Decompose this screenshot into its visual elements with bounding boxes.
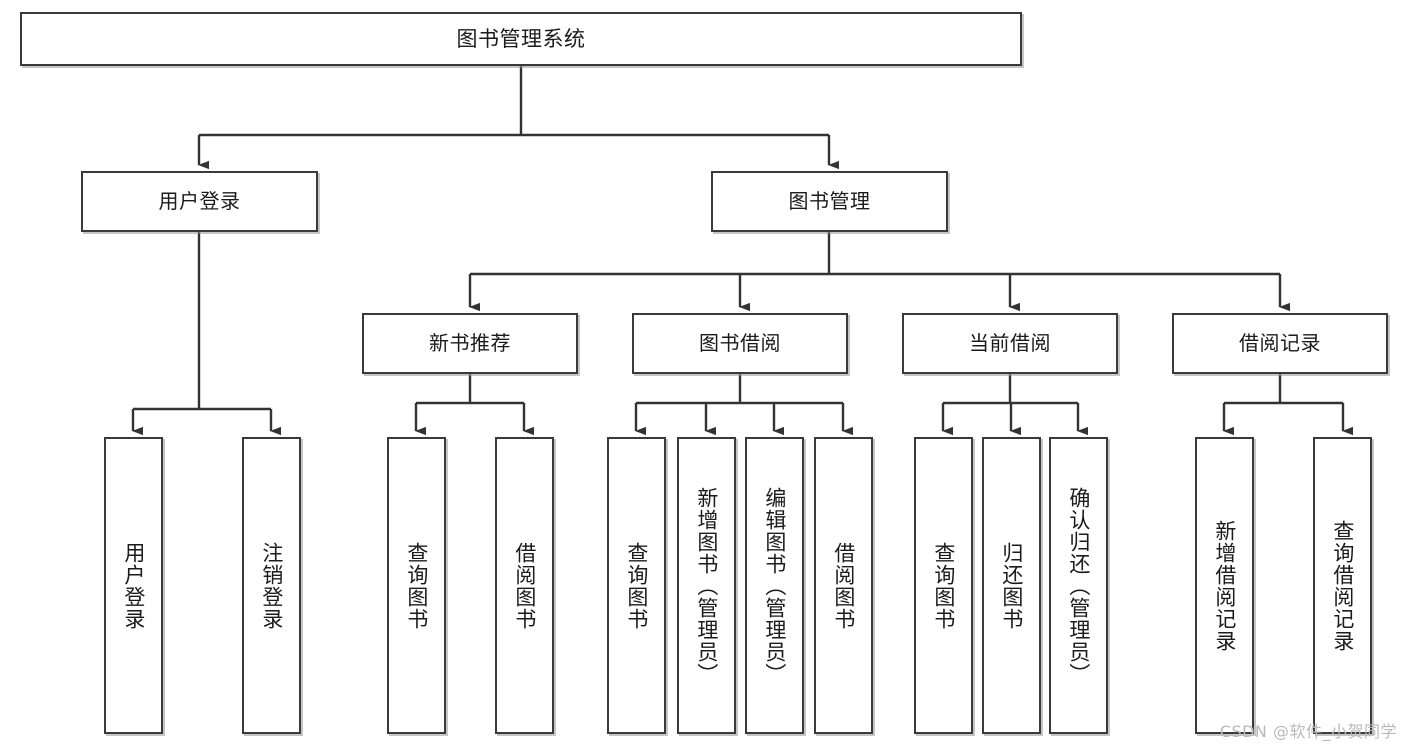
- node-leaf-query-book-borrow[interactable]: 查询图书: [607, 437, 666, 734]
- node-label: 图书管理: [788, 189, 871, 213]
- node-leaf-logout[interactable]: 注销登录: [242, 437, 301, 734]
- node-label: 借阅记录: [1239, 331, 1321, 355]
- node-label: 查询借阅记录: [1330, 519, 1355, 652]
- node-label: 用户登录: [158, 189, 241, 213]
- node-label: 查询图书: [624, 541, 649, 630]
- node-label: 归还图书: [999, 541, 1024, 630]
- node-current-borrow[interactable]: 当前借阅: [902, 313, 1118, 374]
- node-label: 编辑图书（管理员）: [762, 486, 787, 685]
- node-label: 借阅图书: [512, 541, 537, 630]
- node-label: 新书推荐: [429, 331, 511, 355]
- node-new-book-recommend[interactable]: 新书推荐: [362, 313, 578, 374]
- node-user-login[interactable]: 用户登录: [81, 171, 318, 232]
- node-book-management[interactable]: 图书管理: [711, 171, 948, 232]
- node-leaf-query-borrow-record[interactable]: 查询借阅记录: [1313, 437, 1372, 734]
- node-book-management-system[interactable]: 图书管理系统: [20, 12, 1022, 66]
- node-label: 新增图书（管理员）: [694, 486, 719, 685]
- node-leaf-user-login[interactable]: 用户登录: [104, 437, 163, 734]
- node-label: 查询图书: [931, 541, 956, 630]
- node-label: 注销登录: [259, 541, 284, 630]
- node-label: 图书借阅: [699, 331, 781, 355]
- node-leaf-return-book[interactable]: 归还图书: [982, 437, 1041, 734]
- node-label: 用户登录: [121, 541, 146, 630]
- node-label: 当前借阅: [969, 331, 1051, 355]
- node-label: 确认归还（管理员）: [1066, 486, 1091, 685]
- node-leaf-query-book-recommend[interactable]: 查询图书: [387, 437, 446, 734]
- node-leaf-borrow-book-recommend[interactable]: 借阅图书: [495, 437, 554, 734]
- node-label: 查询图书: [404, 541, 429, 630]
- node-label: 借阅图书: [831, 541, 856, 630]
- node-leaf-borrow-book[interactable]: 借阅图书: [814, 437, 873, 734]
- node-label: 新增借阅记录: [1212, 519, 1237, 652]
- node-leaf-edit-book[interactable]: 编辑图书（管理员）: [745, 437, 804, 734]
- node-borrow-record[interactable]: 借阅记录: [1172, 313, 1388, 374]
- node-book-borrow[interactable]: 图书借阅: [632, 313, 848, 374]
- csdn-watermark: CSDN @软件_小贺同学: [1219, 722, 1397, 741]
- node-leaf-query-book-current[interactable]: 查询图书: [914, 437, 973, 734]
- node-leaf-confirm-return[interactable]: 确认归还（管理员）: [1049, 437, 1108, 734]
- node-label: 图书管理系统: [456, 26, 586, 51]
- node-leaf-add-book[interactable]: 新增图书（管理员）: [677, 437, 736, 734]
- node-leaf-add-borrow-record[interactable]: 新增借阅记录: [1195, 437, 1254, 734]
